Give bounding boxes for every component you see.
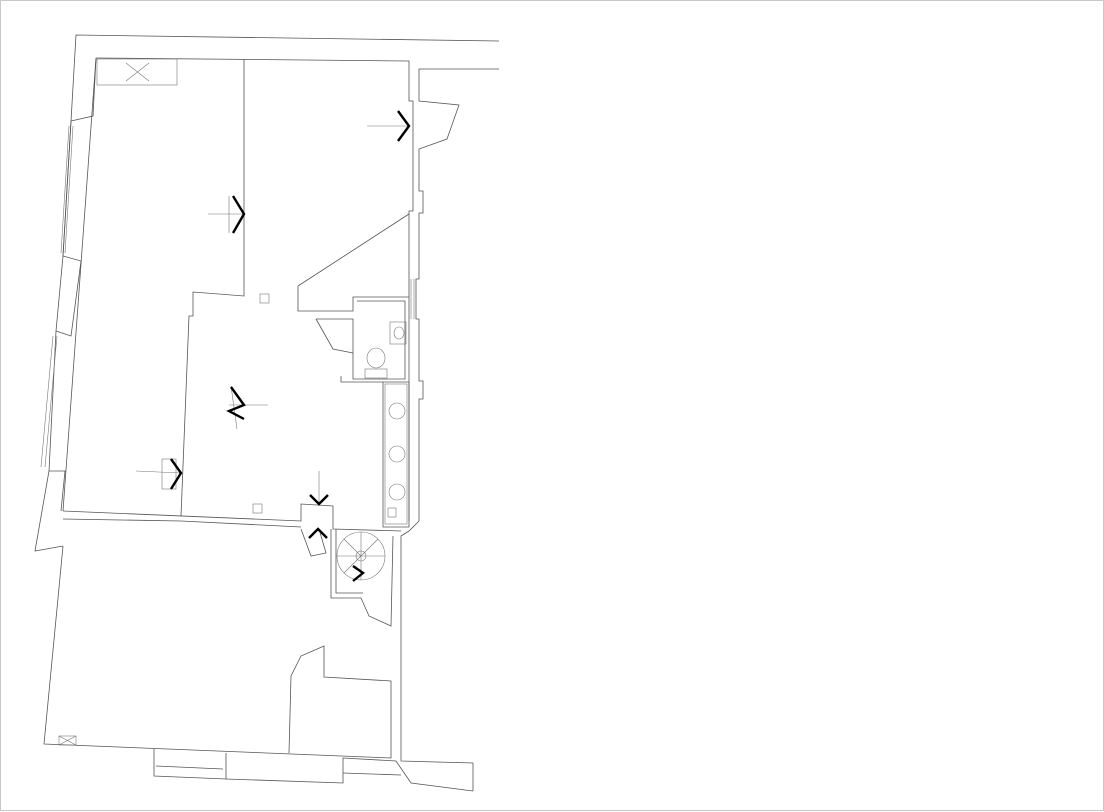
- windows: [40, 125, 415, 468]
- view-marker-icon: [397, 110, 411, 142]
- spiral-staircase: [336, 531, 386, 581]
- interior-walls: [43, 59, 474, 792]
- view-marker-icon: [226, 386, 246, 421]
- view-marker-icon: [352, 565, 366, 582]
- view-marker-icon: [308, 527, 328, 539]
- sink-icon: [389, 321, 407, 345]
- view-marker-icon: [231, 195, 246, 234]
- sink-icon: [388, 402, 406, 420]
- sink-icon: [388, 483, 406, 501]
- section-markers: [135, 110, 411, 582]
- outer-walls: [34, 34, 500, 791]
- view-marker-icon: [309, 494, 329, 506]
- sink-icon: [388, 445, 406, 463]
- toilet-icon: [366, 347, 386, 369]
- view-marker-icon: [169, 458, 183, 490]
- fixture-top-left: [96, 58, 178, 86]
- fixtures: [58, 58, 408, 746]
